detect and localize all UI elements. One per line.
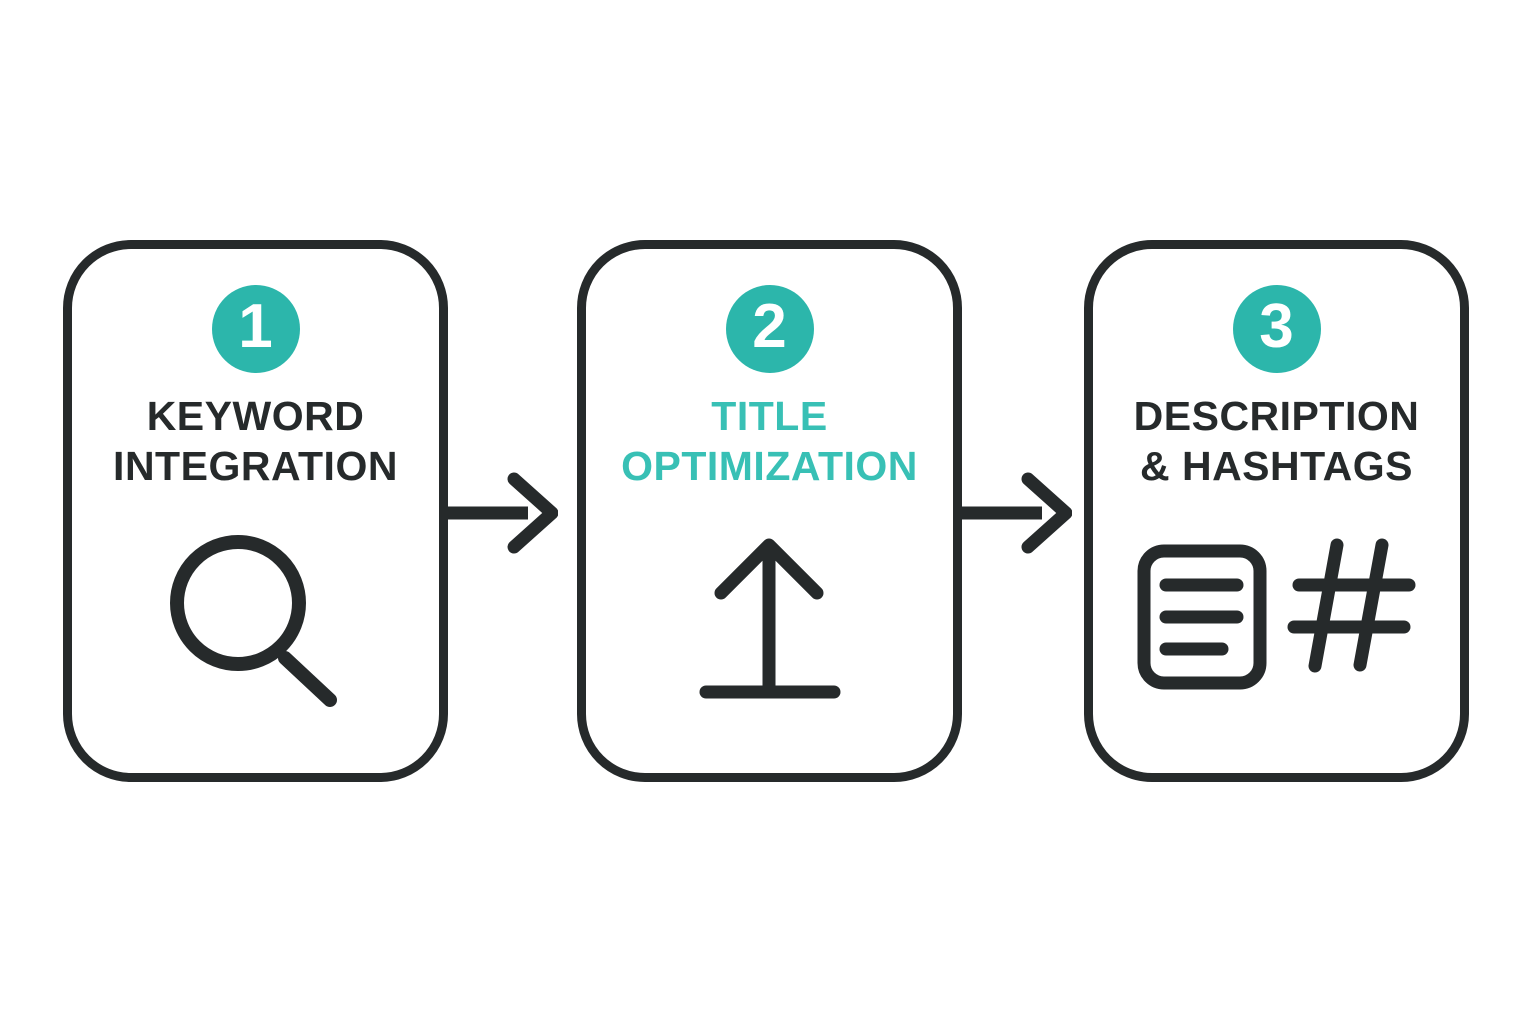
step-2-number-badge: 2	[725, 285, 814, 373]
step-3-title-line-2: & HASHTAGS	[1139, 443, 1413, 489]
step-card-2: 2 TITLE OPTIMIZATION	[577, 240, 962, 782]
step-3-title: DESCRIPTION & HASHTAGS	[1134, 391, 1420, 491]
step-2-title-line-1: TITLE	[711, 393, 828, 439]
document-icon	[1137, 544, 1266, 690]
arrow-right-icon	[444, 472, 558, 554]
step-1-title: KEYWORD INTEGRATION	[113, 391, 398, 491]
step-2-number: 2	[752, 292, 787, 361]
step-3-icon-area	[1093, 538, 1460, 693]
step-card-3: 3 DESCRIPTION & HASHTAGS	[1084, 240, 1469, 782]
hashtag-icon	[1287, 538, 1415, 673]
step-1-number: 1	[238, 292, 273, 361]
arrow-right-icon	[958, 472, 1072, 554]
step-1-title-line-1: KEYWORD	[146, 393, 365, 439]
step-card-1: 1 KEYWORD INTEGRATION	[63, 240, 448, 782]
step-1-icon-area	[72, 533, 439, 709]
step-3-number-badge: 3	[1232, 285, 1321, 373]
step-3-title-line-1: DESCRIPTION	[1133, 393, 1420, 439]
search-icon	[169, 535, 337, 707]
document-and-hashtag-icons	[1137, 538, 1415, 690]
step-2-icon-area	[586, 536, 953, 702]
step-1-number-badge: 1	[211, 285, 300, 373]
step-3-number: 3	[1259, 292, 1294, 361]
step-2-title: TITLE OPTIMIZATION	[621, 391, 918, 491]
upload-icon	[699, 538, 840, 699]
step-1-title-line-2: INTEGRATION	[113, 443, 398, 489]
step-2-title-line-2: OPTIMIZATION	[621, 443, 918, 489]
